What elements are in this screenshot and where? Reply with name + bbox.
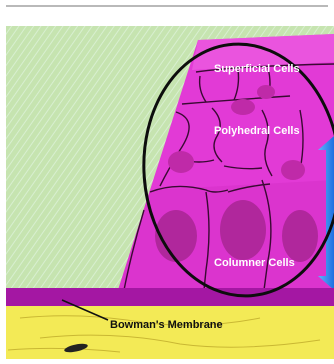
nucleus-polyhedral-2 xyxy=(231,99,255,115)
nucleus-polyhedral-3 xyxy=(257,85,275,99)
nucleus-polyhedral-4 xyxy=(281,160,305,180)
label-bowmans-membrane: Bowman's Membrane xyxy=(110,319,223,331)
label-polyhedral-cells: Polyhedral Cells xyxy=(214,125,300,137)
label-superficial-cells: Superficial Cells xyxy=(214,63,300,75)
top-rule xyxy=(6,5,328,7)
nucleus-columnar-2 xyxy=(220,200,266,260)
label-columnar-cells: Columner Cells xyxy=(214,257,295,269)
nucleus-columnar-3 xyxy=(282,210,318,262)
nucleus-polyhedral-1 xyxy=(168,151,194,173)
membrane-band xyxy=(6,288,334,306)
bowman-layer xyxy=(6,306,334,359)
